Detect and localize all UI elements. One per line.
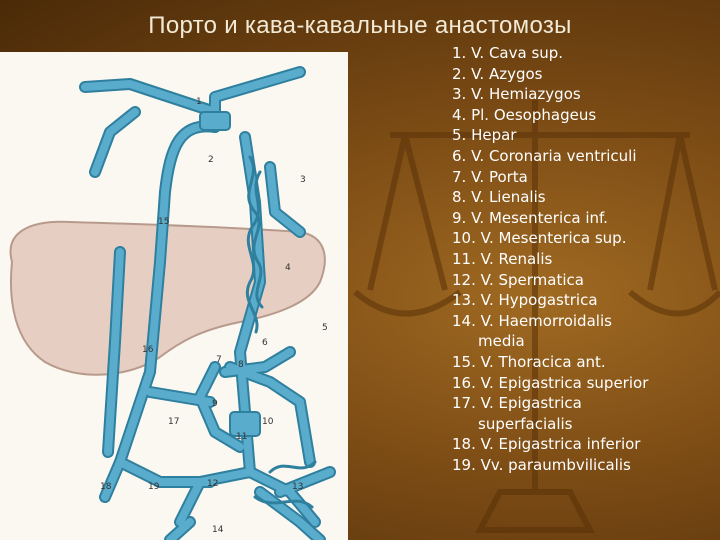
legend-item: 12. V. Spermatica: [452, 270, 584, 289]
legend-item: 2. V. Azygos: [452, 64, 543, 83]
figure-label: 1: [196, 97, 202, 107]
legend-item: 3. V. Hemiazygos: [452, 85, 581, 104]
figure-label: 8: [238, 360, 244, 370]
figure-label: 12: [207, 479, 218, 489]
liver-shape: [9, 220, 326, 376]
legend-item: 14. V. Haemorroidalis: [452, 311, 612, 330]
figure-label: 16: [142, 345, 154, 355]
legend-item: 13. V. Hypogastrica: [452, 291, 598, 310]
figure-label: 17: [168, 417, 179, 427]
figure-label: 5: [322, 323, 328, 333]
figure-label: 6: [262, 338, 268, 348]
figure-label: 7: [216, 355, 222, 365]
legend-item: 11. V. Renalis: [452, 249, 553, 268]
balance-scale-watermark: [353, 100, 720, 533]
legend-item: 19. Vv. paraumbvilicalis: [452, 455, 631, 474]
legend-item-continuation: media: [478, 332, 525, 351]
legend-item: 6. V. Coronaria ventriculi: [452, 146, 637, 165]
figure-label: 3: [300, 175, 306, 185]
legend-item: 1. V. Cava sup.: [452, 44, 564, 62]
figure-label: 14: [212, 525, 224, 535]
figure-label: 4: [285, 263, 291, 273]
figure-label: 10: [262, 417, 274, 427]
figure-label: 2: [208, 155, 214, 165]
legend-item: 5. Hepar: [452, 126, 517, 145]
legend-item: 17. V. Epigastrica: [452, 394, 582, 413]
legend-item: 8. V. Lienalis: [452, 188, 546, 207]
slide-title: Порто и кава-кавальные анастомозы: [148, 12, 572, 39]
portal-venous-system: [79, 66, 336, 540]
legend-item: 16. V. Epigastrica superior: [452, 373, 649, 392]
legend-item: 10. V. Mesenterica sup.: [452, 229, 627, 248]
figure-label: 19: [148, 482, 160, 492]
figure-label: 13: [292, 482, 303, 492]
legend-item: 4. Pl. Oesophageus: [452, 105, 597, 124]
legend-list: 1. V. Cava sup. 2. V. Azygos 3. V. Hemiazy…: [452, 43, 648, 475]
figure-label: 11: [236, 432, 247, 442]
figure-label: 15: [158, 217, 169, 227]
figure-label: 9: [212, 399, 218, 409]
legend-item: 15. V. Thoracica ant.: [452, 352, 606, 371]
legend-item: 7. V. Porta: [452, 167, 528, 186]
legend-item: 9. V. Mesenterica inf.: [452, 208, 608, 227]
legend-item-continuation: superfacialis: [478, 414, 573, 433]
figure-label: 18: [100, 482, 112, 492]
legend-item: 18. V. Epigastrica inferior: [452, 435, 641, 454]
